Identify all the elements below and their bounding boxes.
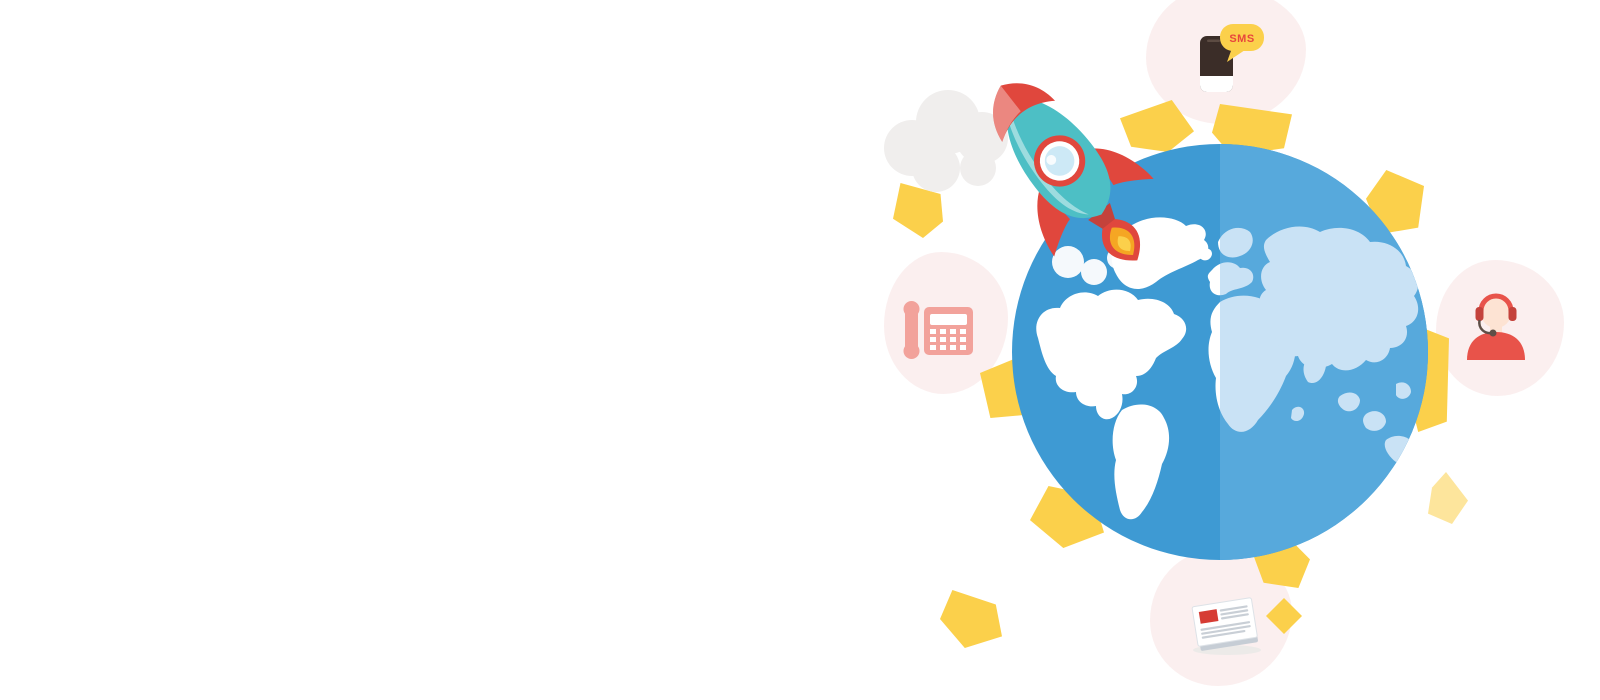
sms-phone-icon: SMS xyxy=(1200,24,1264,92)
smoke-cloud-icon xyxy=(884,90,1008,192)
sms-bubble: SMS xyxy=(1220,24,1264,62)
rocket-window-shine xyxy=(1046,155,1057,165)
newspaper-sheet xyxy=(1191,597,1258,651)
support-head xyxy=(1481,298,1511,328)
fax-machine-icon xyxy=(903,301,973,359)
rocket-nose xyxy=(993,83,1056,142)
sms-label: SMS xyxy=(1229,33,1254,45)
fax-keypad xyxy=(930,329,966,350)
newspaper-page xyxy=(1191,597,1258,647)
fax-handset xyxy=(903,301,920,359)
rocket-flame xyxy=(1102,218,1140,261)
rocket-window-glass xyxy=(1044,146,1075,176)
rocket-fin-right xyxy=(1089,148,1154,186)
newspaper-headline-block xyxy=(1198,609,1219,624)
decorative-blob xyxy=(1428,472,1468,524)
support-headband xyxy=(1478,293,1514,312)
support-body xyxy=(1467,332,1525,360)
decorative-blob xyxy=(940,590,1002,648)
mobile-phone xyxy=(1200,36,1233,92)
support-mic xyxy=(1489,329,1497,337)
rocket-fin-left xyxy=(1037,187,1071,257)
support-earcup-left xyxy=(1475,307,1484,321)
newspaper-text-lines xyxy=(1200,605,1251,639)
fax-body xyxy=(924,307,973,355)
rocket-nozzle xyxy=(1088,202,1115,229)
fax-screen xyxy=(930,314,967,325)
support-earcup-right xyxy=(1508,307,1517,321)
newspaper-icon xyxy=(1191,597,1261,655)
rocket-icon xyxy=(993,83,1154,261)
rocket-nose-shine xyxy=(993,85,1021,142)
support-agent-icon xyxy=(1467,293,1525,360)
phone-base xyxy=(1200,76,1233,92)
